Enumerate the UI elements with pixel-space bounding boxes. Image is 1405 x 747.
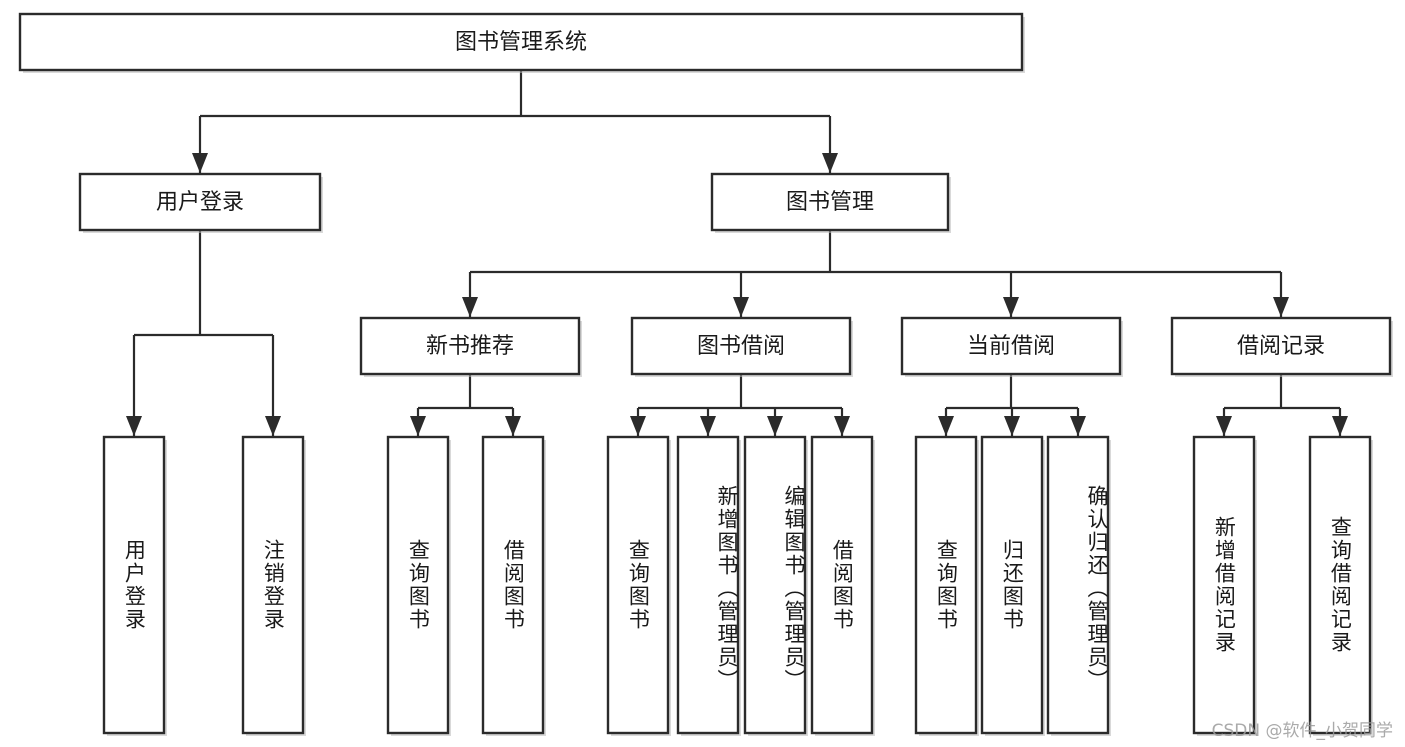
node-label-text: 查询图书 [626, 539, 651, 631]
node-label-text: 用户登录 [122, 539, 147, 631]
node-label-return-book: 归还图书 [982, 437, 1042, 733]
node-box-query-book-2[interactable] [606, 435, 670, 735]
arrow-head-icon [1273, 297, 1289, 317]
arrow-head-icon [505, 416, 521, 436]
node-box-add-borrow-record[interactable] [1192, 435, 1256, 735]
node-label-text: 确认归还（管理员） [1085, 484, 1109, 692]
arrow-head-icon [1004, 416, 1020, 436]
node-label-user-logout: 注销登录 [243, 437, 303, 733]
connector-layer [126, 70, 1348, 436]
node-box-book-borrow[interactable] [630, 316, 852, 376]
node-label-text: 编辑图书（管理员） [782, 484, 806, 692]
arrow-head-icon [767, 416, 783, 436]
node-label-add-book-admin: 新增图书（管理员） [678, 445, 739, 731]
node-box-confirm-return-admin[interactable] [1046, 435, 1110, 735]
arrow-head-icon [700, 416, 716, 436]
node-label-query-book-1: 查询图书 [388, 437, 448, 733]
node-box-query-book-3[interactable] [914, 435, 978, 735]
arrow-head-icon [265, 416, 281, 436]
node-label-text: 借阅图书 [830, 539, 855, 631]
arrow-head-icon [126, 416, 142, 436]
watermark-text: CSDN @软件_小贺同学 [1211, 721, 1393, 741]
node-label-text: 查询图书 [406, 539, 431, 631]
arrow-head-icon [630, 416, 646, 436]
node-label-text: 新增图书（管理员） [715, 484, 739, 692]
node-box-add-book-admin[interactable] [676, 435, 740, 735]
node-label-query-borrow-record: 查询借阅记录 [1310, 437, 1370, 733]
arrow-head-icon [1332, 416, 1348, 436]
node-box-user-login-do[interactable] [102, 435, 166, 735]
node-label-text: 归还图书 [1000, 539, 1025, 631]
node-box-user-logout[interactable] [241, 435, 305, 735]
arrow-head-icon [822, 153, 838, 173]
node-label-borrow-record: 借阅记录 [1237, 334, 1325, 359]
node-box-user-login[interactable] [78, 172, 322, 232]
node-box-current-borrow[interactable] [900, 316, 1122, 376]
node-label-new-book-recommend: 新书推荐 [426, 334, 514, 359]
node-label-text: 查询图书 [934, 539, 959, 631]
node-box-borrow-book-2[interactable] [810, 435, 874, 735]
node-box-borrow-record[interactable] [1170, 316, 1392, 376]
node-label-borrow-book-1: 借阅图书 [483, 437, 543, 733]
node-label-root: 图书管理系统 [455, 30, 587, 55]
node-label-text: 注销登录 [261, 539, 286, 631]
arrow-head-icon [1003, 297, 1019, 317]
node-label-edit-book-admin: 编辑图书（管理员） [745, 445, 806, 731]
node-box-query-borrow-record[interactable] [1308, 435, 1372, 735]
node-label-book-manage: 图书管理 [786, 190, 874, 215]
node-box-return-book[interactable] [980, 435, 1044, 735]
node-label-text: 查询借阅记录 [1328, 516, 1353, 654]
node-box-query-book-1[interactable] [386, 435, 450, 735]
node-label-query-book-2: 查询图书 [608, 437, 668, 733]
arrow-head-icon [1070, 416, 1086, 436]
node-label-current-borrow: 当前借阅 [967, 334, 1055, 359]
node-box-edit-book-admin[interactable] [743, 435, 807, 735]
node-label-query-book-3: 查询图书 [916, 437, 976, 733]
node-label-book-borrow: 图书借阅 [697, 334, 785, 359]
arrow-head-icon [462, 297, 478, 317]
node-label-text: 新增借阅记录 [1212, 516, 1237, 654]
node-label-user-login: 用户登录 [156, 190, 244, 215]
node-box-layer [18, 12, 1393, 736]
arrow-head-icon [938, 416, 954, 436]
arrow-head-icon [1216, 416, 1232, 436]
node-box-new-book-recommend[interactable] [359, 316, 581, 376]
node-box-root[interactable] [18, 12, 1024, 72]
arrow-head-icon [834, 416, 850, 436]
node-box-borrow-book-1[interactable] [481, 435, 545, 735]
arrow-head-icon [192, 153, 208, 173]
node-label-user-login-do: 用户登录 [104, 437, 164, 733]
node-box-book-manage[interactable] [710, 172, 950, 232]
node-label-add-borrow-record: 新增借阅记录 [1194, 437, 1254, 733]
node-label-confirm-return-admin: 确认归还（管理员） [1048, 445, 1109, 731]
arrow-head-icon [410, 416, 426, 436]
node-label-borrow-book-2: 借阅图书 [812, 437, 872, 733]
node-label-text: 借阅图书 [501, 539, 526, 631]
arrow-head-icon [733, 297, 749, 317]
